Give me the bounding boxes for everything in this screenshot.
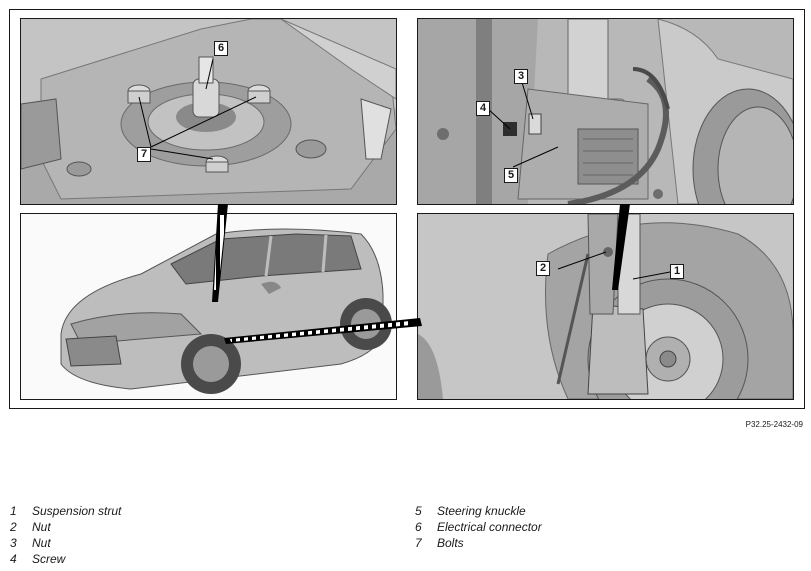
callout-6: 6 bbox=[214, 41, 229, 56]
legend-number: 3 bbox=[10, 536, 17, 550]
callout-4: 4 bbox=[476, 101, 491, 116]
legend-item: 5 Steering knuckle bbox=[415, 503, 542, 519]
legend-number: 2 bbox=[10, 520, 17, 534]
legend-number: 4 bbox=[10, 552, 17, 566]
vehicle-overview-panel bbox=[20, 213, 397, 400]
wheel-hub-drawing bbox=[418, 214, 793, 399]
callout-1: 1 bbox=[670, 264, 685, 279]
callout-7: 7 bbox=[137, 147, 152, 162]
strut-mount-drawing bbox=[21, 19, 396, 204]
legend-item: 1 Suspension strut bbox=[10, 503, 121, 519]
figure-reference: P32.25-2432-09 bbox=[745, 420, 803, 429]
legend-number: 7 bbox=[415, 536, 422, 550]
legend-item: 7 Bolts bbox=[415, 535, 542, 551]
wheel-hub-panel: 2 1 bbox=[417, 213, 794, 400]
legend-number: 6 bbox=[415, 520, 422, 534]
callout-2: 2 bbox=[536, 261, 551, 276]
callout-3: 3 bbox=[514, 69, 529, 84]
legend-number: 5 bbox=[415, 504, 422, 518]
steering-knuckle-drawing bbox=[418, 19, 793, 204]
steering-knuckle-panel: 3 4 5 bbox=[417, 18, 794, 205]
legend-number: 1 bbox=[10, 504, 17, 518]
legend-label: Suspension strut bbox=[32, 504, 122, 518]
illustration-frame: 6 7 bbox=[9, 9, 805, 409]
legend-label: Nut bbox=[32, 520, 51, 534]
legend-label: Nut bbox=[32, 536, 51, 550]
legend-item: 4 Screw bbox=[10, 551, 121, 567]
legend-label: Steering knuckle bbox=[437, 504, 526, 518]
legend-label: Electrical connector bbox=[437, 520, 542, 534]
legend-item: 3 Nut bbox=[10, 535, 121, 551]
legend-label: Bolts bbox=[437, 536, 464, 550]
legend-item: 2 Nut bbox=[10, 519, 121, 535]
vehicle-overview-drawing bbox=[21, 214, 396, 399]
callout-5: 5 bbox=[504, 168, 519, 183]
strut-mount-panel: 6 7 bbox=[20, 18, 397, 205]
legend-label: Screw bbox=[32, 552, 66, 566]
legend-item: 6 Electrical connector bbox=[415, 519, 542, 535]
